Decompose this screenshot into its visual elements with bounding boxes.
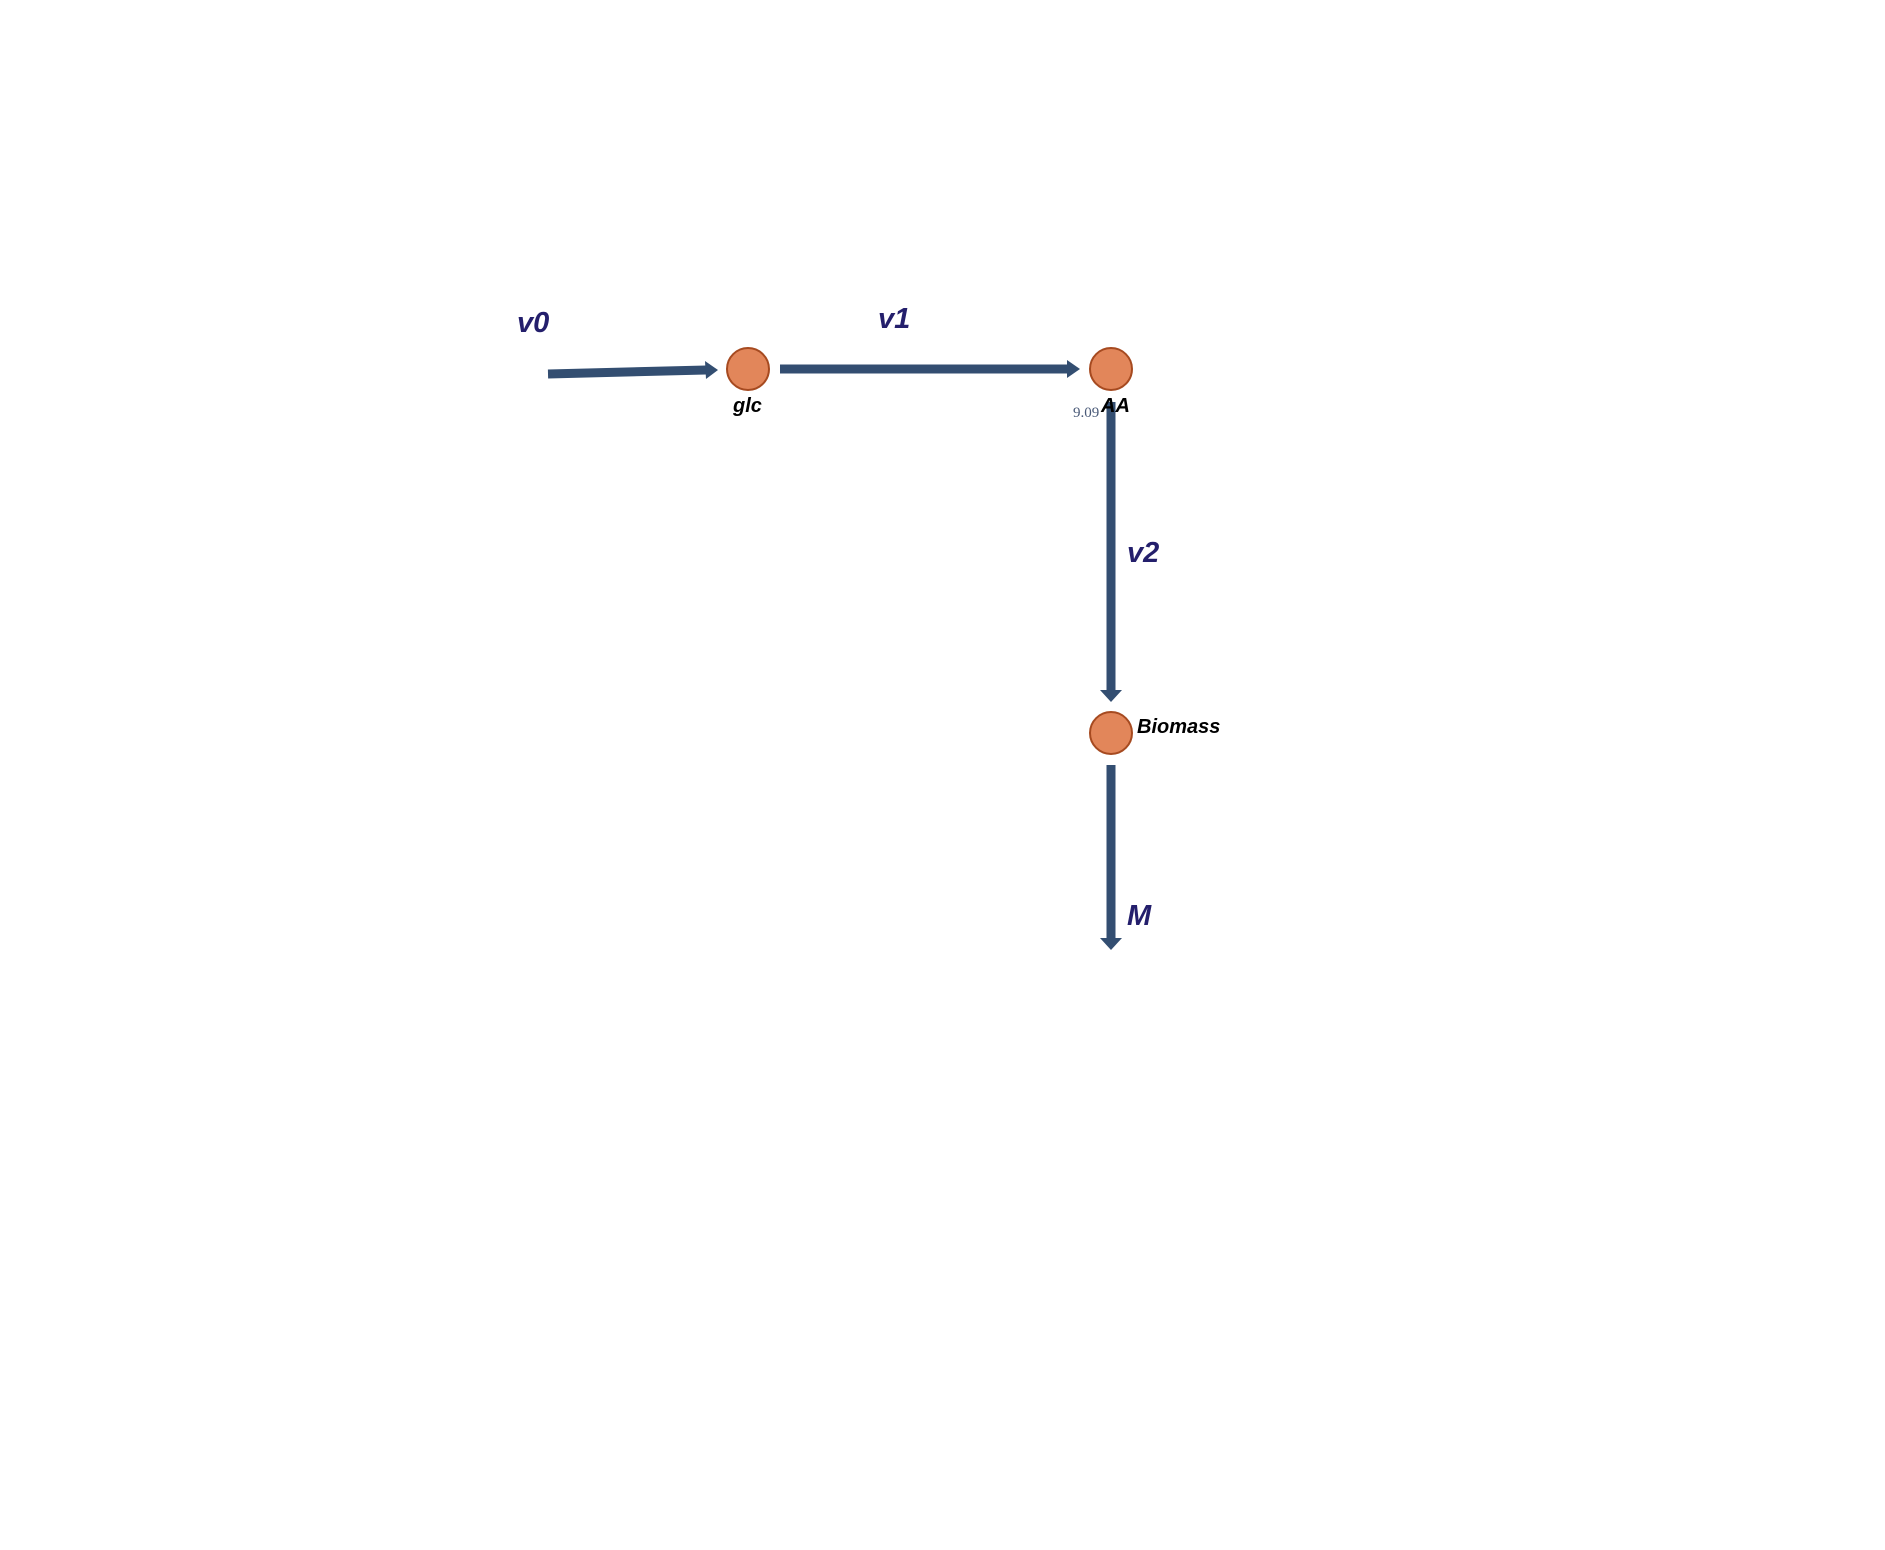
- reaction-label-v2: v2: [1127, 537, 1159, 569]
- reaction-v0[interactable]: [547, 361, 718, 379]
- reaction-label-v1: v1: [878, 303, 910, 335]
- reaction-v0-line: [547, 365, 707, 379]
- metabolite-label-biomass: Biomass: [1137, 716, 1220, 738]
- metabolite-label-glc: glc: [732, 395, 762, 417]
- reaction-M-arrowhead: [1100, 938, 1122, 950]
- reaction-v2[interactable]: [1100, 402, 1122, 702]
- metabolite-node-aa[interactable]: [1089, 347, 1133, 391]
- reaction-v1-arrowhead: [1067, 360, 1080, 378]
- reaction-v0-arrowhead: [705, 361, 718, 379]
- aa-value-annotation: 9.09: [1073, 405, 1099, 421]
- reaction-v1[interactable]: [780, 360, 1080, 378]
- metabolite-node-glc[interactable]: [726, 347, 770, 391]
- reaction-v2-arrowhead: [1100, 690, 1122, 702]
- reaction-label-v0: v0: [517, 307, 549, 339]
- metabolite-label-aa: AA: [1100, 395, 1130, 417]
- reaction-M[interactable]: [1100, 765, 1122, 950]
- reaction-label-M: M: [1127, 900, 1152, 932]
- metabolite-node-biomass[interactable]: [1089, 711, 1133, 755]
